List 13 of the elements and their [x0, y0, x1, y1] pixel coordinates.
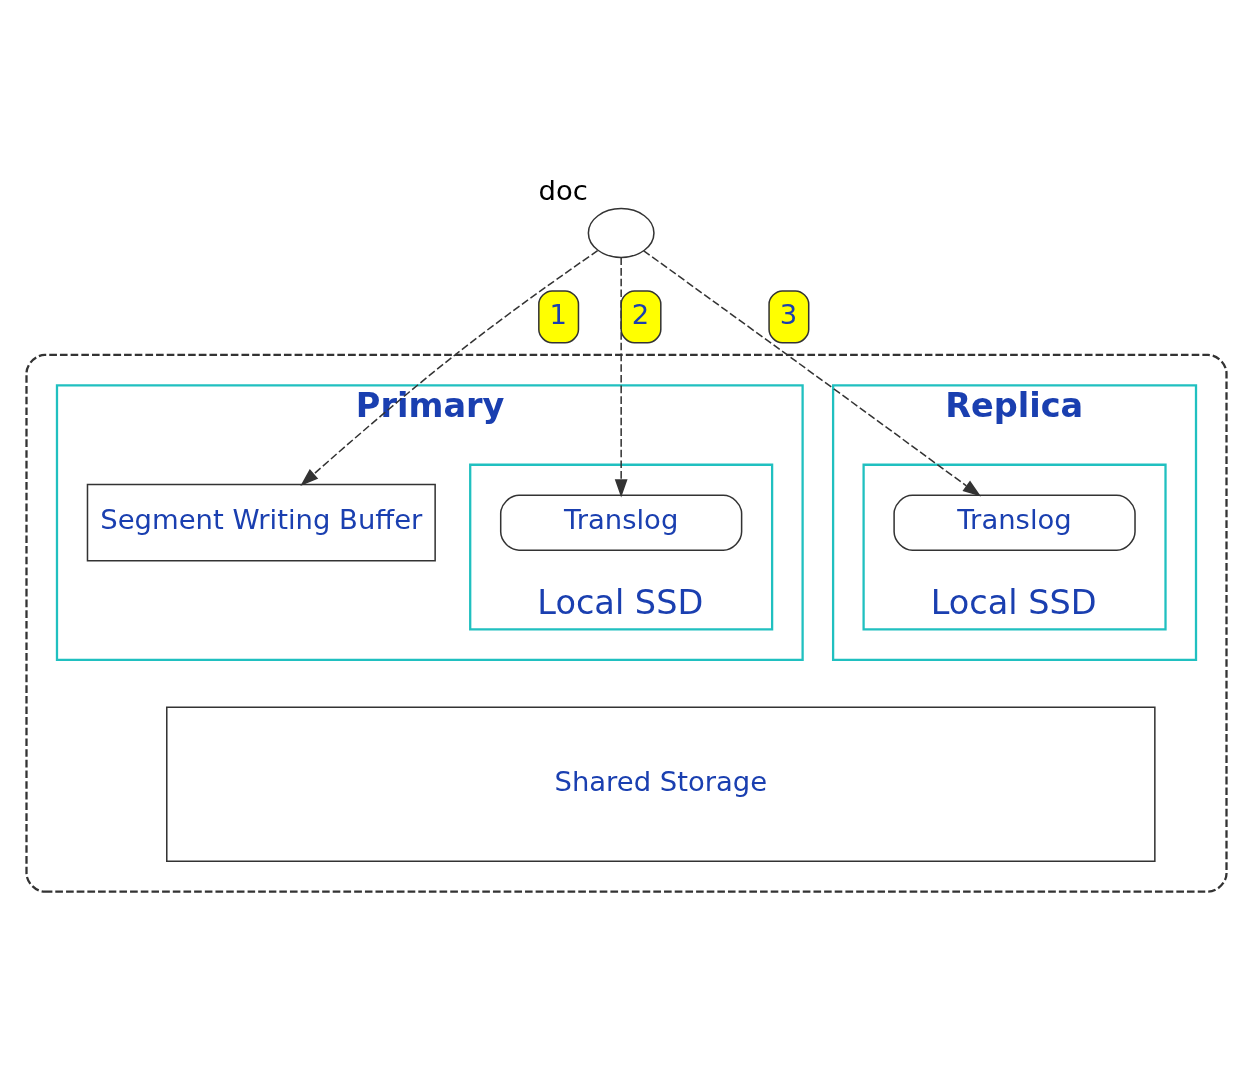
arrow: [300, 249, 599, 486]
node-box: Segment Writing Buffer: [86, 483, 436, 562]
edge-label: 2: [631, 298, 650, 330]
cluster: [25, 353, 1228, 893]
arrow: [614, 256, 628, 498]
node-box: Translog: [499, 494, 743, 551]
node-circle: [587, 207, 655, 258]
node-box: Translog: [893, 494, 1136, 551]
node-box: Shared Storage: [166, 705, 1156, 862]
node-label: doc: [538, 174, 588, 206]
arrow: [643, 249, 982, 497]
edge-label: 1: [549, 298, 567, 330]
edge-label: 3: [779, 298, 798, 330]
